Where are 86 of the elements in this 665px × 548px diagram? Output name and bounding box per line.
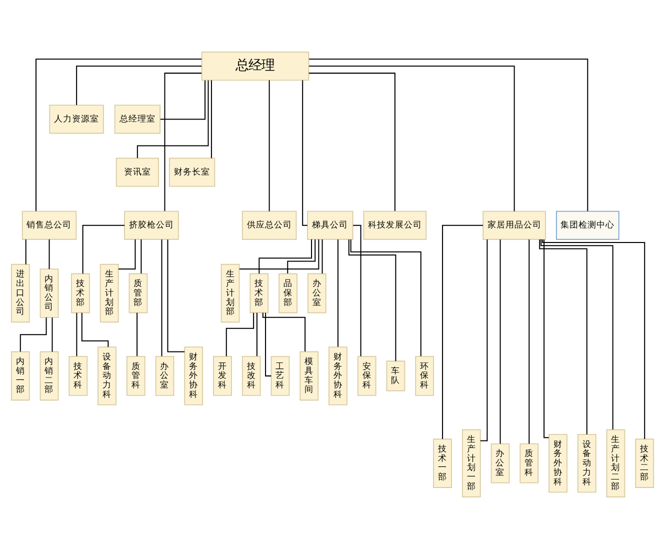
node-box: 质管科 — [126, 355, 146, 396]
connector — [160, 80, 206, 120]
connector — [302, 80, 308, 226]
node-box: 技术部 — [250, 272, 269, 313]
node-box: 设备动力科 — [98, 346, 116, 405]
connector — [348, 238, 396, 361]
node-box: 供应总公司 — [242, 210, 297, 240]
connector — [309, 58, 588, 211]
connector — [322, 238, 323, 274]
node-box: 开发科 — [213, 355, 232, 396]
node-box: 生产计划一部 — [462, 428, 481, 497]
node-box: 技术部 — [71, 272, 90, 313]
node-box: 模具车间 — [300, 350, 319, 400]
connector — [480, 238, 488, 441]
node-box: 挤胶枪公司 — [124, 210, 179, 240]
connector — [48, 238, 50, 269]
node-box: 财务长室 — [168, 157, 216, 186]
connector — [81, 312, 109, 346]
connector — [210, 80, 212, 158]
node-box: 内销二部 — [40, 350, 59, 400]
node-box: 财务外协科 — [548, 433, 568, 492]
node-box: 内销一部 — [10, 350, 30, 400]
connector — [539, 239, 588, 434]
node-box: 质管科 — [520, 442, 539, 483]
connector — [76, 312, 78, 356]
node-box: 车队 — [386, 360, 406, 391]
node-box: 质管部 — [128, 272, 148, 313]
node-box: 财务外协科 — [184, 346, 204, 405]
connector — [226, 312, 254, 356]
connector — [268, 80, 270, 211]
node-box: 工艺科 — [270, 355, 290, 396]
node-box: 技术科 — [68, 355, 88, 396]
connector — [258, 238, 312, 274]
node-box: 环保科 — [415, 355, 434, 396]
node-box: 总经理室 — [114, 104, 161, 134]
connector — [82, 224, 125, 274]
connector — [20, 317, 47, 352]
node-box: 人力资源室 — [49, 104, 104, 134]
node-box: 财务外协科 — [328, 346, 348, 405]
connector — [540, 238, 614, 430]
connector — [337, 239, 338, 346]
connector — [544, 239, 549, 438]
connector — [308, 65, 515, 211]
node-box: 安保科 — [357, 355, 376, 396]
node-box: 技术二部 — [635, 438, 654, 488]
connector — [308, 72, 396, 211]
connector — [528, 239, 530, 444]
node-box: 办公室 — [155, 355, 174, 396]
connector — [353, 224, 362, 356]
node-box: 梯具公司 — [307, 210, 354, 240]
node-box: 科技发展公司 — [363, 210, 427, 240]
node-box: 技改科 — [242, 355, 261, 396]
connector — [287, 239, 316, 273]
node-box: 家居用品公司 — [482, 210, 546, 240]
node-box: 集团检测中心 — [556, 210, 620, 240]
connector — [25, 238, 26, 264]
node-box: 办公室 — [490, 442, 510, 483]
connector — [76, 65, 202, 104]
connector — [262, 312, 306, 351]
connector — [265, 312, 272, 376]
connector — [140, 238, 142, 274]
connector — [500, 239, 501, 444]
connector — [442, 224, 484, 438]
node-box: 设备动力科 — [577, 433, 596, 492]
node-box: 总经理 — [201, 51, 310, 80]
connector — [52, 317, 53, 352]
node-box: 生产计划部 — [100, 263, 119, 322]
node-box: 办公室 — [307, 272, 326, 313]
node-box: 内销公司 — [40, 268, 59, 318]
connector — [167, 239, 185, 352]
connector — [164, 72, 202, 211]
connector — [118, 238, 136, 270]
connector — [239, 238, 320, 270]
node-box: 进出口公司 — [10, 263, 30, 322]
node-box: 销售总公司 — [22, 210, 77, 240]
connector — [136, 312, 138, 356]
connector — [35, 58, 202, 211]
node-box: 生产计划二部 — [606, 428, 626, 497]
connector — [256, 312, 258, 356]
connector — [161, 239, 162, 356]
node-box: 生产计划部 — [220, 263, 240, 322]
node-box: 品保部 — [278, 272, 298, 313]
connector — [542, 238, 646, 439]
node-box: 技术一部 — [433, 438, 452, 488]
node-box: 资讯室 — [116, 157, 159, 186]
connector — [350, 239, 422, 356]
